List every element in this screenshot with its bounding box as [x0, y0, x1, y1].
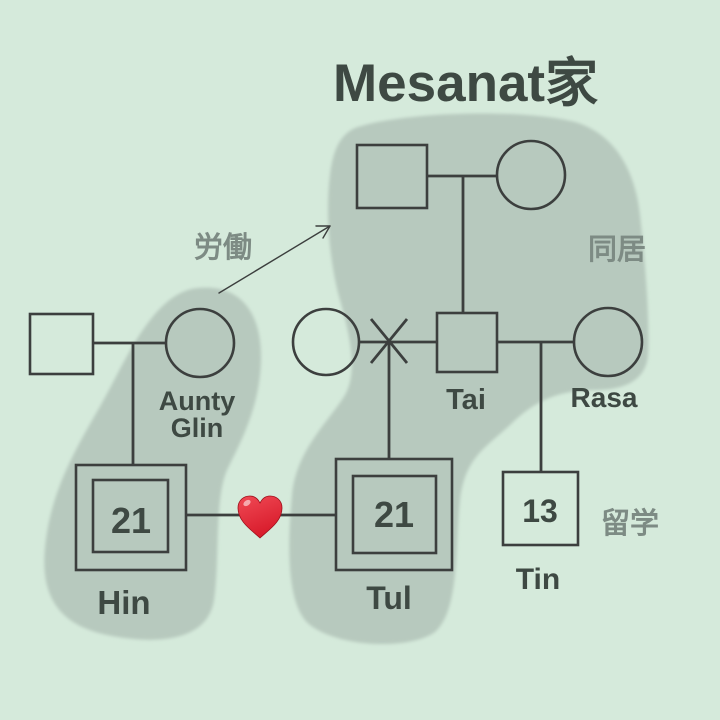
hin-age: 21: [111, 500, 151, 541]
note-study-abroad: 留学: [601, 506, 659, 540]
arrow-head: [315, 225, 331, 239]
hin-outer-square: [74, 463, 188, 572]
heart-icon: [237, 495, 283, 539]
arrow-shaft: [218, 225, 331, 294]
tin-square: [501, 470, 580, 547]
tul-label: Tul: [366, 580, 412, 616]
heart-highlight: [243, 499, 251, 507]
aunty-glin-label-line2: Glin: [171, 413, 224, 443]
cross-mark-stroke-b: [369, 318, 409, 364]
cross-mark-icon: [369, 318, 409, 364]
mesanat-household-blob: [289, 113, 649, 645]
tai-former-partner-circle: [291, 307, 361, 377]
uncle-square: [28, 312, 95, 376]
tul-inner-square: [351, 474, 438, 555]
tin-age: 13: [522, 493, 558, 529]
note-labor: 労働: [194, 231, 252, 264]
arrow-icon: [218, 225, 331, 294]
page-title: Mesanat家: [333, 54, 598, 113]
tai-label: Tai: [446, 384, 486, 416]
tul-age: 21: [374, 494, 414, 535]
tin-label: Tin: [516, 563, 560, 596]
hin-label: Hin: [97, 584, 150, 621]
note-living-together: 同居: [588, 234, 646, 266]
aunty-glin-label-line1: Aunty: [159, 386, 236, 416]
hin-inner-square: [91, 478, 170, 554]
heart-shape: [237, 495, 283, 539]
rasa-label: Rasa: [571, 382, 638, 413]
